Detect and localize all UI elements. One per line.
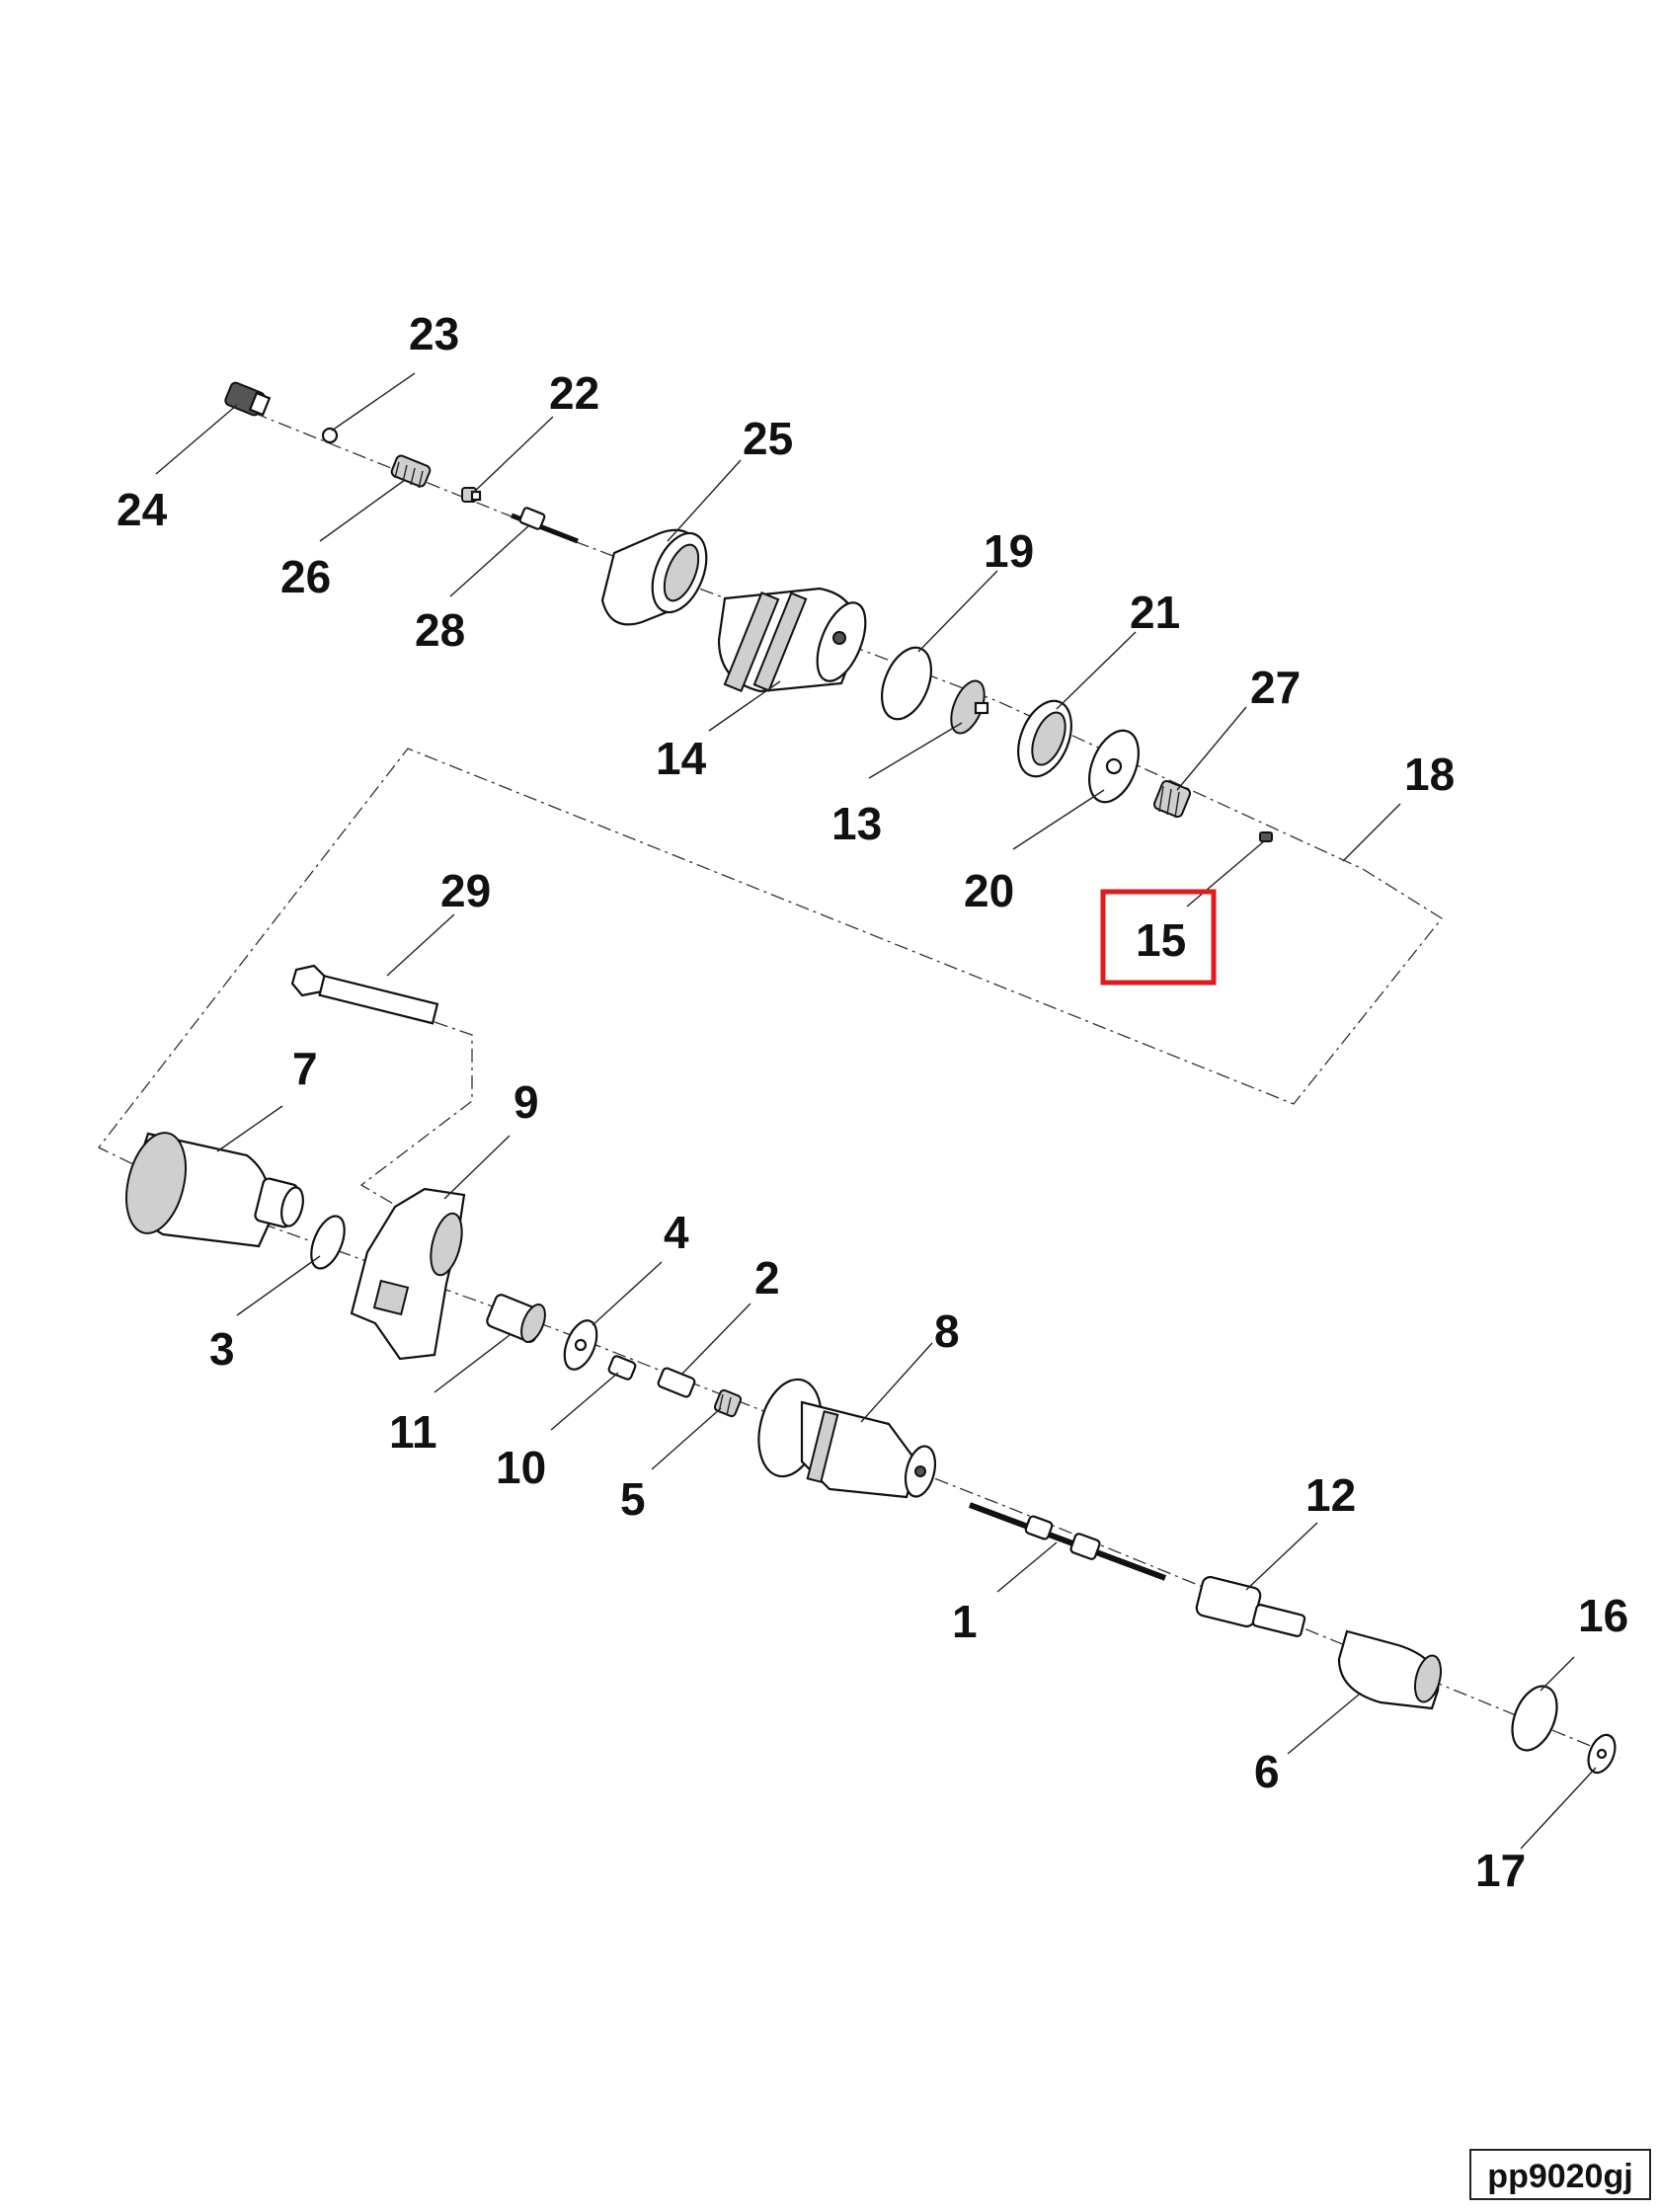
part-14-valve-body [717,587,867,693]
callout-21[interactable]: 21 [1130,587,1180,638]
part-24-fitting [224,381,272,417]
part-12-sleeve [1195,1575,1306,1637]
callout-5[interactable]: 5 [620,1473,646,1525]
callout-8[interactable]: 8 [934,1305,960,1357]
part-21-ring [1017,699,1072,778]
callout-6[interactable]: 6 [1254,1746,1280,1797]
callout-7[interactable]: 7 [292,1043,318,1094]
callout-22[interactable]: 22 [549,367,599,419]
callout-17[interactable]: 17 [1475,1845,1526,1896]
part-15-pin [1259,831,1273,842]
callout-4[interactable]: 4 [664,1207,689,1258]
leader-lines [155,372,1597,1850]
callout-26[interactable]: 26 [280,551,331,602]
part-19-o-ring [881,646,932,721]
callout-18[interactable]: 18 [1404,749,1455,800]
callout-19[interactable]: 19 [984,525,1034,577]
callout-16[interactable]: 16 [1578,1590,1628,1641]
callout-25[interactable]: 25 [743,413,793,464]
callout-28[interactable]: 28 [415,604,465,656]
callout-10[interactable]: 10 [496,1442,546,1493]
part-27-spring [1152,779,1192,819]
lower-parts [125,964,1617,1775]
diagram-code-label: pp9020gj [1469,2149,1651,2200]
callout-2[interactable]: 2 [754,1252,780,1304]
callout-27[interactable]: 27 [1250,662,1301,713]
callout-1[interactable]: 1 [952,1596,978,1647]
callout-15[interactable]: 15 [1136,914,1186,966]
callout-14[interactable]: 14 [656,733,707,784]
callout-9[interactable]: 9 [514,1076,539,1128]
callout-3[interactable]: 3 [209,1323,235,1375]
part-11-piston [486,1294,546,1343]
callout-11[interactable]: 11 [389,1406,437,1458]
callout-20[interactable]: 20 [964,865,1014,916]
part-26-spring [390,454,432,489]
callout-12[interactable]: 12 [1305,1469,1356,1521]
upper-parts [224,381,1273,842]
part-3-o-ring [310,1215,346,1270]
callout-29[interactable]: 29 [440,865,491,916]
part-7-cylinder [125,1132,304,1248]
part-13-disc [950,679,989,735]
part-4-washer [563,1319,598,1371]
part-1-plunger [968,1502,1167,1581]
part-23-ball [321,427,339,444]
callout-labels: 23 22 25 24 26 28 19 21 27 18 14 13 20 1… [117,308,1628,1896]
part-2-sleeve [657,1367,696,1398]
part-16-o-ring [1511,1685,1558,1752]
callout-24[interactable]: 24 [117,484,168,535]
part-9-bracket [350,1187,466,1361]
part-29-bolt [290,964,439,1025]
part-6-cap [1337,1629,1443,1710]
part-22-seat [461,487,482,503]
callout-13[interactable]: 13 [831,798,882,849]
part-25-ring [600,528,708,626]
part-10-sleeve [607,1355,637,1381]
part-17-washer [1587,1733,1617,1775]
part-8-body [757,1378,937,1499]
callout-23[interactable]: 23 [409,308,459,359]
part-28-pin [511,507,579,544]
part-20-washer [1088,729,1140,804]
frame-line [97,748,1443,1216]
highlight-box-callout-15 [1100,889,1217,986]
